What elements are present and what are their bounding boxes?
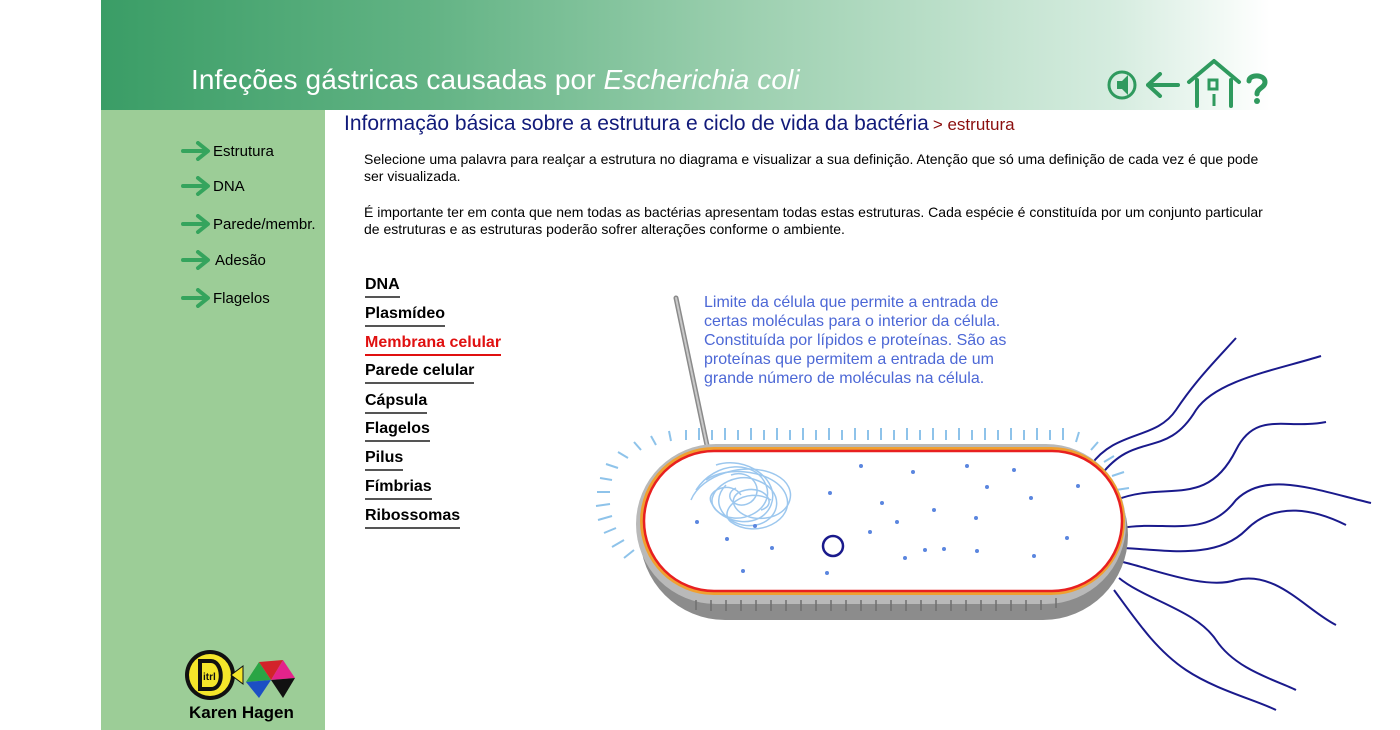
logos: itrl — [183, 648, 313, 728]
sidebar-item-dna[interactable]: DNA — [181, 173, 245, 199]
term-membrana-celular[interactable]: Membrana celular — [365, 334, 502, 356]
nav-icons — [1106, 58, 1276, 108]
help-icon[interactable] — [1246, 72, 1268, 109]
definition-text: Limite da célula que permite a entrada d… — [704, 294, 1007, 387]
term-capsula[interactable]: Cápsula — [365, 392, 428, 414]
content-heading: Informação básica sobre a estrutura e ci… — [344, 112, 1015, 136]
dna-tangle — [690, 462, 792, 530]
home-icon[interactable] — [1186, 58, 1242, 113]
sidebar-item-label: DNA — [213, 177, 245, 195]
logo-lettering: itrl — [203, 672, 216, 683]
sidebar-item-label: Estrutura — [213, 142, 274, 160]
arrow-right-icon — [181, 288, 210, 308]
author-name: Karen Hagen — [189, 703, 294, 722]
speaker-icon[interactable] — [1106, 70, 1138, 105]
section-title: Informação básica sobre a estrutura e ci… — [344, 112, 929, 135]
back-arrow-icon[interactable] — [1146, 72, 1180, 103]
page-title-species: Escherichia coli — [603, 64, 800, 95]
institution-logo-icon: itrl — [185, 650, 295, 700]
arrow-right-icon — [181, 141, 210, 161]
term-ribossomas[interactable]: Ribossomas — [365, 507, 461, 529]
term-parede-celular[interactable]: Parede celular — [365, 362, 475, 384]
arrow-right-icon — [181, 176, 210, 196]
page: Infeções gástricas causadas por Escheric… — [101, 0, 1400, 730]
plasmid — [821, 534, 845, 558]
header-banner: Infeções gástricas causadas por Escheric… — [101, 0, 1400, 110]
bacteria-diagram — [595, 295, 1372, 711]
ribosomes — [695, 464, 1080, 575]
page-title-main: Infeções gástricas causadas por — [191, 64, 604, 95]
flagella — [1090, 337, 1372, 711]
page-title: Infeções gástricas causadas por Escheric… — [191, 64, 800, 96]
term-pilus[interactable]: Pilus — [365, 449, 404, 471]
term-flagelos[interactable]: Flagelos — [365, 420, 430, 442]
sidebar-item-parede-membr[interactable]: Parede/membr. — [181, 211, 316, 237]
term-dna[interactable]: DNA — [365, 276, 400, 298]
breadcrumb: > estrutura — [932, 115, 1015, 134]
wall-texture — [695, 598, 1057, 611]
pili — [595, 428, 1130, 559]
arrow-right-icon — [181, 214, 210, 234]
instruction-paragraph: Selecione uma palavra para realçar a est… — [364, 151, 1259, 184]
sidebar-item-label: Adesão — [215, 251, 266, 269]
sidebar-item-adesao[interactable]: Adesão — [181, 247, 266, 273]
sidebar-item-estrutura[interactable]: Estrutura — [181, 138, 274, 164]
sidebar-item-label: Flagelos — [213, 289, 270, 307]
sidebar-item-label: Parede/membr. — [213, 215, 316, 233]
note-paragraph: É importante ter em conta que nem todas … — [364, 204, 1263, 237]
sidebar: Estrutura DNA Parede/membr. Adesão Flage… — [101, 110, 325, 730]
term-plasmideo[interactable]: Plasmídeo — [365, 305, 446, 327]
sidebar-item-flagelos[interactable]: Flagelos — [181, 285, 270, 311]
arrow-right-icon — [181, 250, 210, 270]
term-fimbrias[interactable]: Fímbrias — [365, 478, 432, 500]
cell-membrane-highlight — [642, 449, 1124, 593]
